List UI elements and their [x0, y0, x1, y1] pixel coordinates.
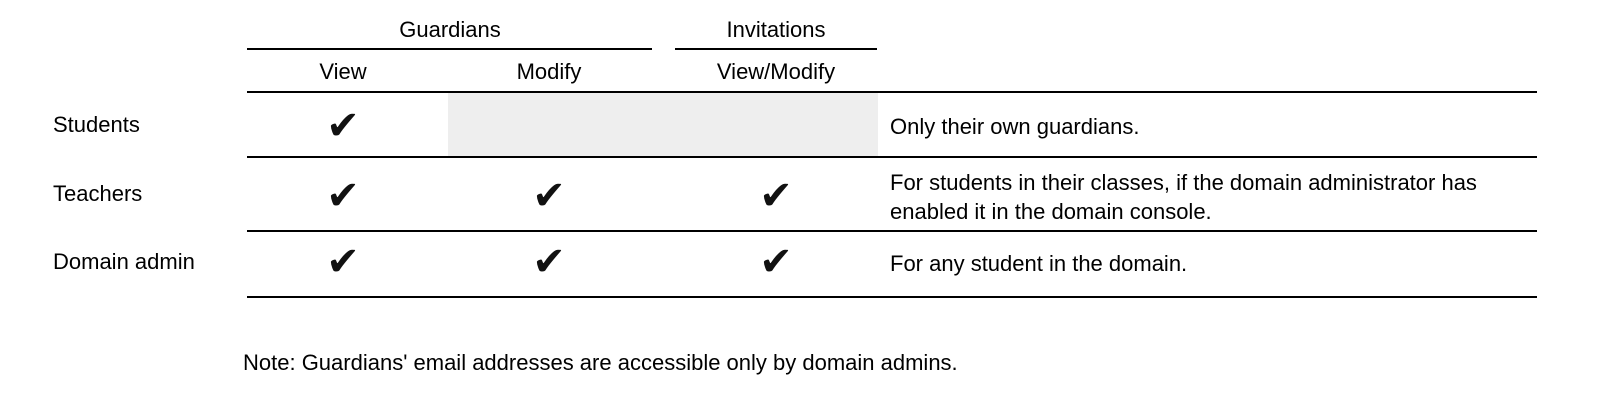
row-label-domain-admin: Domain admin	[53, 249, 195, 274]
guardians-underline	[247, 48, 652, 50]
checkmark-icon: ✔	[326, 103, 360, 149]
footnote: Note: Guardians' email addresses are acc…	[243, 350, 958, 375]
checkmark-icon: ✔	[326, 239, 360, 285]
checkmark-icon: ✔	[759, 239, 793, 285]
column-header-view-modify: View/Modify	[716, 59, 836, 84]
row-rule-top	[247, 91, 1537, 93]
checkmark-icon: ✔	[759, 173, 793, 219]
row-description-domain-admin: For any student in the domain.	[890, 251, 1188, 276]
row-label-students: Students	[53, 112, 140, 137]
checkmark-icon: ✔	[326, 173, 360, 219]
column-header-view: View	[319, 59, 367, 84]
column-group-invitations: Invitations	[726, 17, 826, 42]
row-description-students: Only their own guardians.	[890, 114, 1140, 139]
invitations-underline	[675, 48, 877, 50]
column-group-guardians: Guardians	[399, 17, 501, 42]
row-rule-after-teachers	[247, 230, 1537, 232]
row-label-teachers: Teachers	[53, 181, 143, 206]
checkmark-icon: ✔	[532, 173, 566, 219]
students-disabled-cells	[448, 93, 878, 156]
checkmark-icon: ✔	[532, 239, 566, 285]
column-header-modify: Modify	[516, 59, 582, 84]
row-description-teachers: For students in their classes, if the do…	[890, 170, 1477, 224]
row-rule-after-students	[247, 156, 1537, 158]
row-rule-bottom	[247, 296, 1537, 298]
